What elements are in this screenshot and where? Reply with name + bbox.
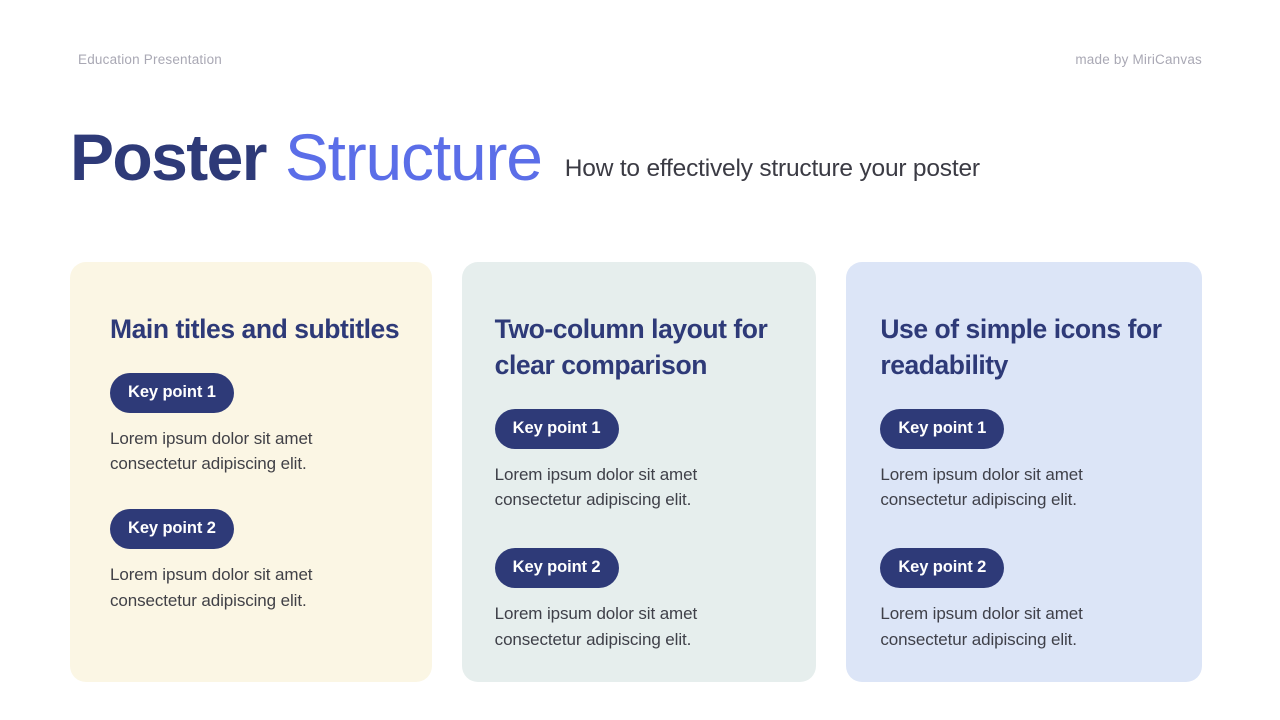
card-point-item: Key point 1 Lorem ipsum dolor sit amet c… <box>880 409 1178 513</box>
slide-meta-row: Education Presentation made by MiriCanva… <box>78 52 1202 67</box>
presentation-category-label: Education Presentation <box>78 52 222 67</box>
key-point-badge: Key point 2 <box>880 548 1005 588</box>
card-point-item: Key point 2 Lorem ipsum dolor sit amet c… <box>494 548 793 652</box>
content-card-3: Use of simple icons for readability Key … <box>846 262 1203 683</box>
card-point-item: Key point 1 Lorem ipsum dolor sit amet c… <box>110 373 408 477</box>
card-point-item: Key point 1 Lorem ipsum dolor sit amet c… <box>494 409 793 513</box>
key-point-badge: Key point 1 <box>494 409 619 449</box>
page-title-accent: Structure <box>284 120 543 194</box>
key-point-description: Lorem ipsum dolor sit amet consectetur a… <box>880 603 1083 649</box>
card-title: Two-column layout for clear comparison <box>494 314 768 381</box>
card-point-item: Key point 2 Lorem ipsum dolor sit amet c… <box>110 509 408 613</box>
card-points-list: Key point 1 Lorem ipsum dolor sit amet c… <box>110 373 408 613</box>
key-point-description: Lorem ipsum dolor sit amet consectetur a… <box>880 464 1083 510</box>
key-point-description: Lorem ipsum dolor sit amet consectetur a… <box>110 564 313 610</box>
slide-title-block: Poster Structure How to effectively stru… <box>70 124 980 190</box>
key-point-description: Lorem ipsum dolor sit amet consectetur a… <box>494 464 698 510</box>
key-point-badge: Key point 2 <box>494 548 619 588</box>
card-points-list: Key point 1 Lorem ipsum dolor sit amet c… <box>494 409 793 652</box>
card-points-list: Key point 1 Lorem ipsum dolor sit amet c… <box>880 409 1178 652</box>
key-point-description: Lorem ipsum dolor sit amet consectetur a… <box>494 603 698 649</box>
card-title: Use of simple icons for readability <box>880 314 1162 381</box>
content-card-1: Main titles and subtitles Key point 1 Lo… <box>70 262 432 683</box>
content-card-grid: Main titles and subtitles Key point 1 Lo… <box>70 262 1203 683</box>
key-point-badge: Key point 1 <box>880 409 1005 449</box>
attribution-label: made by MiriCanvas <box>1075 52 1202 67</box>
page-subtitle: How to effectively structure your poster <box>564 155 980 182</box>
content-card-2: Two-column layout for clear comparison K… <box>461 262 817 683</box>
card-title: Main titles and subtitles <box>110 314 400 344</box>
key-point-description: Lorem ipsum dolor sit amet consectetur a… <box>110 428 313 474</box>
card-point-item: Key point 2 Lorem ipsum dolor sit amet c… <box>880 548 1178 652</box>
page-title-main: Poster <box>70 120 267 194</box>
key-point-badge: Key point 2 <box>110 509 234 549</box>
key-point-badge: Key point 1 <box>110 373 234 413</box>
